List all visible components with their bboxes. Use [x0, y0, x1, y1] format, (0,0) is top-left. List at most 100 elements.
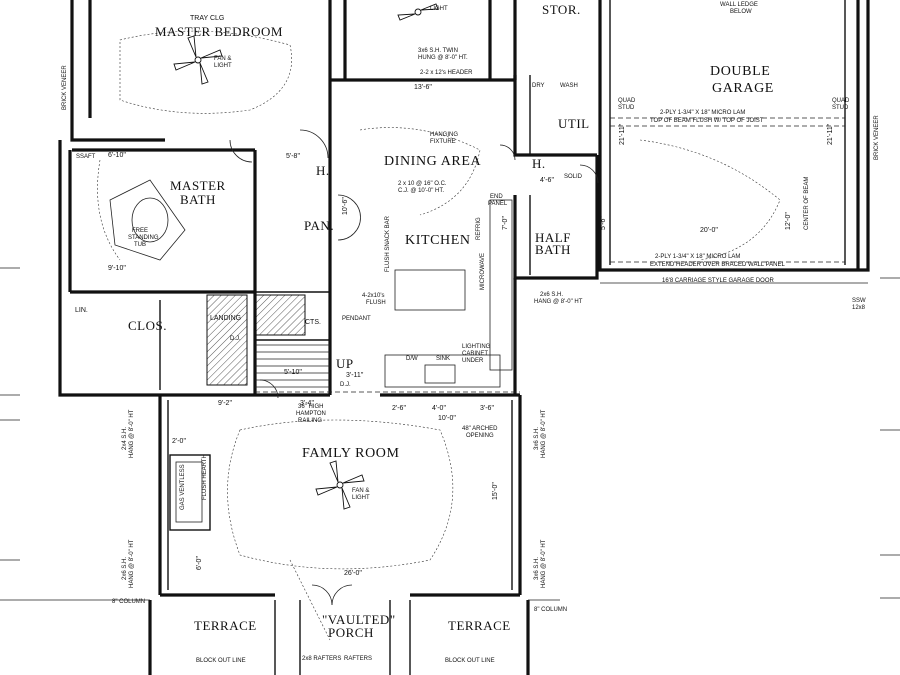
fan-icon	[315, 460, 365, 510]
svg-text:STUD: STUD	[618, 105, 635, 111]
svg-text:BLOCK OUT LINE: BLOCK OUT LINE	[445, 658, 495, 664]
svg-text:SINK: SINK	[436, 356, 450, 362]
svg-text:C.J. @ 10'-0" HT.: C.J. @ 10'-0" HT.	[398, 188, 444, 194]
svg-text:5'-8": 5'-8"	[286, 153, 300, 160]
svg-text:5'-10": 5'-10"	[284, 369, 302, 376]
svg-text:SOLID: SOLID	[564, 174, 583, 180]
svg-text:48" ARCHED: 48" ARCHED	[462, 426, 498, 432]
svg-text:FAN &: FAN &	[352, 488, 369, 494]
room-family-room: FAMLY ROOM	[302, 446, 400, 461]
room-master-bath: MASTER	[170, 178, 226, 193]
svg-text:MICROWAVE: MICROWAVE	[480, 253, 486, 290]
svg-text:FLUSH HEARTH: FLUSH HEARTH	[202, 454, 208, 500]
tub	[109, 179, 186, 261]
svg-text:HANG @ 8'-0" HT: HANG @ 8'-0" HT	[129, 409, 135, 458]
room-terrace-right: TERRACE	[448, 618, 511, 633]
svg-text:RAILING: RAILING	[298, 418, 322, 424]
svg-text:21'-11": 21'-11"	[827, 123, 834, 145]
svg-text:FLUSH SNACK BAR: FLUSH SNACK BAR	[385, 215, 391, 272]
svg-text:WALL LEDGE: WALL LEDGE	[720, 2, 758, 8]
walls	[58, 0, 870, 675]
svg-text:LIGHT: LIGHT	[214, 63, 232, 69]
svg-text:3x6 S.H.: 3x6 S.H.	[534, 557, 540, 580]
svg-text:9'-2": 9'-2"	[218, 400, 232, 407]
svg-text:DRY: DRY	[532, 83, 545, 89]
svg-text:TUB: TUB	[134, 242, 146, 248]
svg-text:EXTEND HEADER OVER BRACED WALL: EXTEND HEADER OVER BRACED WALL PANEL	[650, 262, 785, 268]
room-terrace-left: TERRACE	[194, 618, 257, 633]
svg-text:9'-10": 9'-10"	[108, 265, 126, 272]
svg-text:3x6 S.H. TWIN: 3x6 S.H. TWIN	[418, 48, 458, 54]
svg-text:20'-0": 20'-0"	[700, 227, 718, 234]
svg-text:BRICK VENEER: BRICK VENEER	[874, 115, 880, 160]
svg-text:3'-6": 3'-6"	[480, 405, 494, 412]
svg-text:HAMPTON: HAMPTON	[296, 411, 326, 417]
svg-text:WASH: WASH	[560, 83, 578, 89]
svg-text:BRICK VENEER: BRICK VENEER	[62, 65, 68, 110]
fan-icon	[173, 35, 223, 85]
svg-text:2-PLY 1-3/4" X 18" MICRO LAM: 2-PLY 1-3/4" X 18" MICRO LAM	[660, 110, 745, 116]
svg-text:PANEL: PANEL	[488, 201, 508, 207]
svg-text:CABINET: CABINET	[462, 351, 488, 357]
stair-hatch	[254, 294, 306, 336]
svg-text:GAS VENTLESS: GAS VENTLESS	[180, 464, 186, 510]
room-master-bath-2: BATH	[180, 192, 216, 207]
svg-text:3x6 S.H.: 3x6 S.H.	[534, 427, 540, 450]
svg-text:26'-0": 26'-0"	[344, 570, 362, 577]
svg-text:2x8 RAFTERS: 2x8 RAFTERS	[302, 656, 341, 662]
svg-text:3'-11": 3'-11"	[346, 372, 364, 379]
room-landing: LANDING	[210, 315, 241, 322]
svg-text:HANG @ 8'-0" HT: HANG @ 8'-0" HT	[541, 539, 547, 588]
svg-text:2x6 S.H.: 2x6 S.H.	[540, 292, 563, 298]
svg-text:LIGHT: LIGHT	[352, 495, 370, 501]
svg-text:FIXTURE: FIXTURE	[430, 139, 456, 145]
svg-text:CENTER OF BEAM: CENTER OF BEAM	[804, 177, 810, 230]
room-linen: LIN.	[75, 307, 88, 314]
room-labels: MASTER BEDROOM MASTER BATH DINING AREA K…	[75, 2, 774, 640]
svg-text:6'-0": 6'-0"	[196, 556, 203, 570]
room-hall-left: H.	[316, 163, 330, 178]
svg-text:2-2 x 12's HEADER: 2-2 x 12's HEADER	[420, 70, 473, 76]
svg-text:6'-10": 6'-10"	[108, 152, 126, 159]
svg-text:10'-6": 10'-6"	[342, 197, 349, 215]
svg-text:7'-0": 7'-0"	[502, 216, 509, 230]
electrical-wiring	[97, 30, 781, 641]
svg-text:UP: UP	[336, 356, 354, 371]
svg-text:5'-6": 5'-6"	[600, 216, 607, 230]
svg-text:QUAD: QUAD	[832, 98, 850, 104]
svg-text:10'-0": 10'-0"	[438, 415, 456, 422]
svg-text:4'-0": 4'-0"	[432, 405, 446, 412]
svg-text:8" COLUMN: 8" COLUMN	[534, 607, 567, 613]
svg-text:21'-11": 21'-11"	[619, 123, 626, 145]
room-double-garage: DOUBLE	[710, 64, 770, 79]
svg-text:STANDING: STANDING	[128, 235, 159, 241]
svg-text:2x4 S.H.: 2x4 S.H.	[122, 427, 128, 450]
svg-text:4-2x10's: 4-2x10's	[362, 293, 385, 299]
svg-text:8" COLUMN: 8" COLUMN	[112, 599, 145, 605]
svg-text:RAFTERS: RAFTERS	[344, 656, 372, 662]
svg-text:TRAY CLG: TRAY CLG	[190, 15, 224, 22]
svg-text:LIGHTING: LIGHTING	[462, 344, 491, 350]
room-double-garage-2: GARAGE	[712, 81, 774, 96]
room-storage: STOR.	[542, 2, 581, 17]
svg-text:2-PLY 1-3/4" X 18" MICRO LAM: 2-PLY 1-3/4" X 18" MICRO LAM	[655, 254, 740, 260]
svg-text:D.J.: D.J.	[230, 336, 241, 342]
svg-text:15'-0": 15'-0"	[492, 482, 499, 500]
room-half-bath: HALF	[535, 230, 571, 245]
svg-text:D/W: D/W	[406, 356, 418, 362]
svg-text:2 x 10 @ 16" O.C.: 2 x 10 @ 16" O.C.	[398, 181, 447, 187]
svg-text:HANG @ 8'-0" HT: HANG @ 8'-0" HT	[541, 409, 547, 458]
landing-hatch	[206, 294, 248, 386]
svg-text:UNDER: UNDER	[462, 358, 484, 364]
svg-text:FAN &: FAN &	[214, 56, 231, 62]
kitchen-counters	[384, 199, 513, 388]
svg-text:QUAD: QUAD	[618, 98, 636, 104]
svg-text:SSW: SSW	[852, 298, 866, 304]
svg-text:2'-0": 2'-0"	[172, 438, 186, 445]
svg-text:FREE: FREE	[132, 228, 148, 234]
svg-text:12'-0": 12'-0"	[785, 212, 792, 230]
room-util: UTIL	[558, 116, 590, 131]
room-half-bath-2: BATH	[535, 242, 571, 257]
svg-text:36" HIGH: 36" HIGH	[298, 404, 323, 410]
